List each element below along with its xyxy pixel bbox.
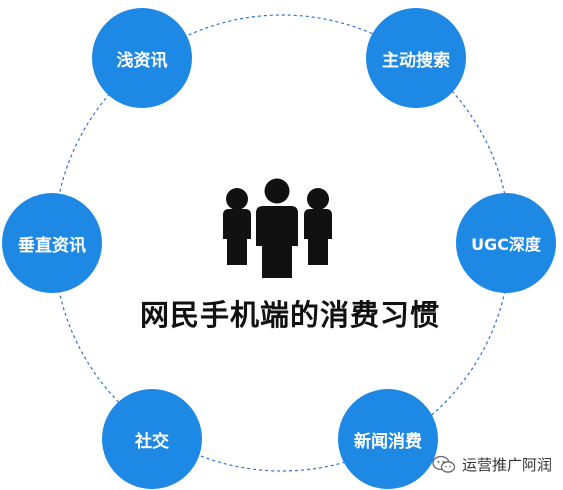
- node-label: UGC深度: [471, 235, 541, 254]
- node-label: 主动搜索: [382, 50, 450, 71]
- node-social: 社交: [102, 389, 202, 489]
- node-label: 社交: [135, 431, 169, 452]
- center-title: 网民手机端的消费习惯: [139, 298, 440, 332]
- node-active-search: 主动搜索: [366, 8, 466, 108]
- node-ugc-depth: UGC深度: [456, 193, 556, 293]
- node-label: 新闻消费: [354, 431, 422, 452]
- node-news-consumption: 新闻消费: [338, 389, 438, 489]
- watermark: 运营推广阿润: [432, 454, 552, 475]
- node-label: 浅资讯: [116, 50, 168, 71]
- node-vertical-news: 垂直资讯: [2, 193, 102, 293]
- watermark-text: 运营推广阿润: [462, 456, 553, 474]
- node-label: 垂直资讯: [18, 235, 86, 256]
- people-group-icon: [223, 177, 332, 280]
- node-shallow-news: 浅资讯: [92, 8, 192, 108]
- wechat-icon: [432, 455, 456, 473]
